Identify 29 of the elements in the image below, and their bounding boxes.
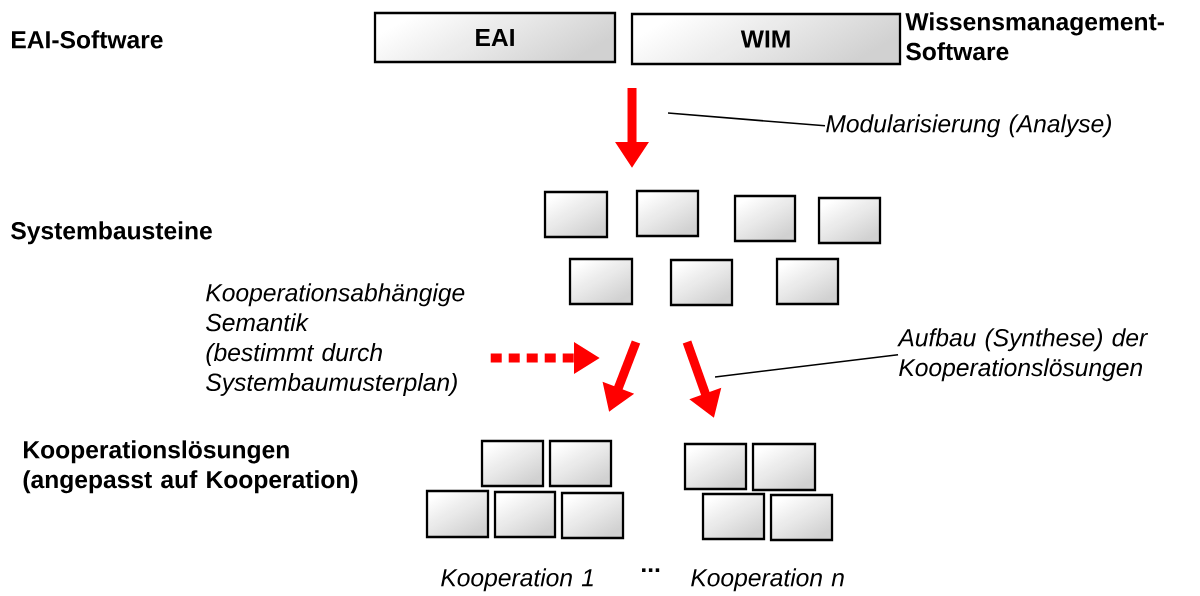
ellipsis: ... xyxy=(642,568,660,572)
block-box xyxy=(548,439,613,488)
annotation-text: Aufbau (Synthese) der Kooperationslösungen xyxy=(897,328,1149,382)
block-box xyxy=(425,489,490,539)
block-box xyxy=(701,492,766,541)
block-box xyxy=(669,258,734,307)
annotation-text: Kooperationsabhängige Semantik (bestimmt durch Systembaumusterplan) xyxy=(206,283,465,396)
block-box xyxy=(769,493,834,542)
block-box xyxy=(568,257,634,306)
caption: Kooperation 1 xyxy=(441,568,593,592)
block-box xyxy=(560,491,625,540)
module-box: WIM xyxy=(630,12,902,66)
annotation-text: Modularisierung (Analyse) xyxy=(826,114,1111,138)
module-box: EAI xyxy=(373,11,617,64)
caption: Kooperation n xyxy=(691,568,844,592)
block-box xyxy=(493,490,557,539)
block-box xyxy=(817,196,882,245)
leader-line xyxy=(714,353,899,378)
block-box xyxy=(543,190,609,239)
block-box xyxy=(635,189,700,238)
block-box xyxy=(775,257,840,306)
block-box xyxy=(733,194,797,243)
heading: Systembausteine xyxy=(11,221,212,245)
leader-line xyxy=(667,112,826,127)
heading: EAI-Software xyxy=(12,30,163,49)
block-box xyxy=(683,442,748,491)
block-box xyxy=(480,439,545,488)
block-box xyxy=(751,442,817,492)
heading: Kooperationslösungen (angepasst auf Kooperation) xyxy=(23,440,358,494)
